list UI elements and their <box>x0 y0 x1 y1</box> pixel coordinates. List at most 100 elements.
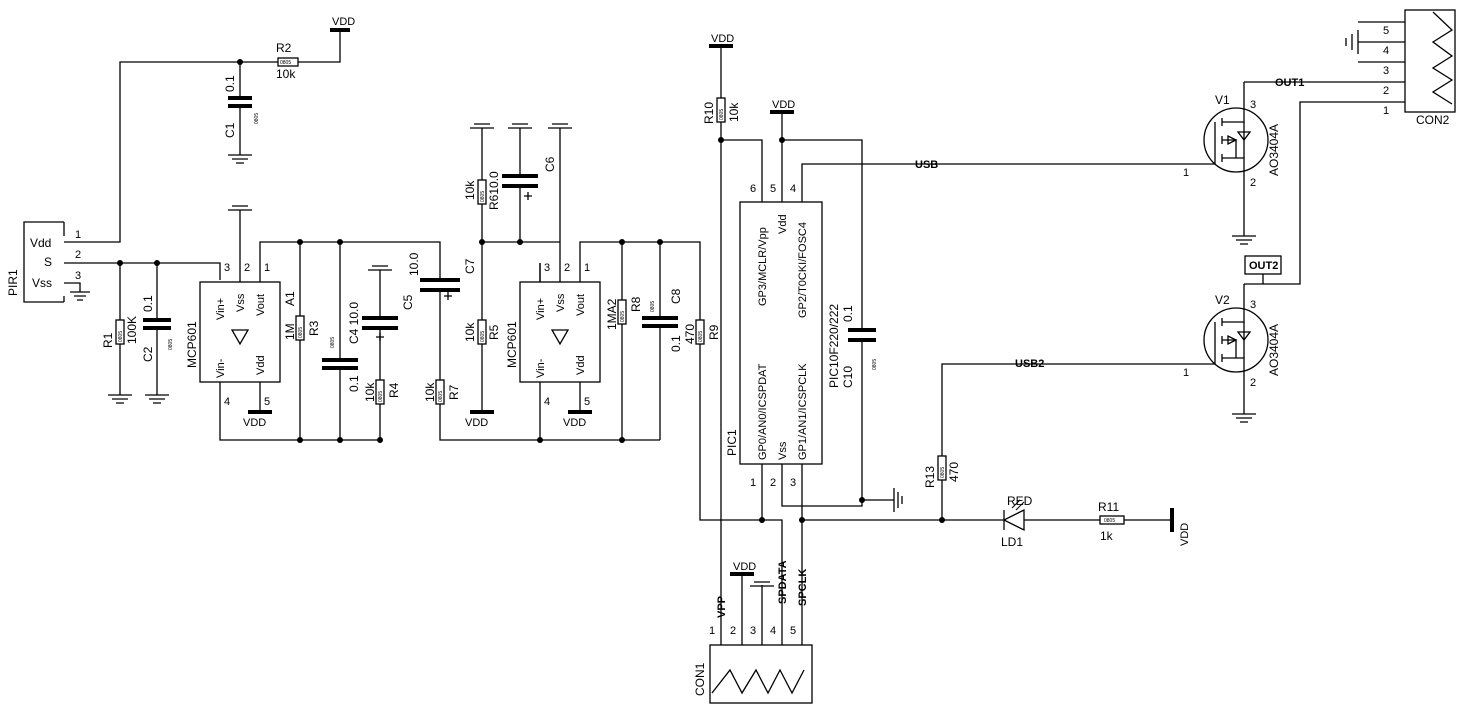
c2-value: 0.1 <box>141 295 155 312</box>
svg-text:6: 6 <box>750 183 756 195</box>
svg-text:2: 2 <box>1383 85 1389 97</box>
svg-text:0805: 0805 <box>698 331 704 342</box>
svg-text:0805: 0805 <box>650 301 656 312</box>
r5-value: 10k <box>463 322 477 342</box>
c10-ref: C10 <box>841 366 855 388</box>
a1-pin-vinm: Vin- <box>215 358 227 378</box>
a1-pin-vout: Vout <box>255 294 267 316</box>
svg-text:0805: 0805 <box>940 467 946 478</box>
net-vpp-label: VPP <box>716 596 728 618</box>
c1-ref: C1 <box>223 122 237 138</box>
pir1-ref: PIR1 <box>6 269 20 296</box>
svg-text:3: 3 <box>790 477 796 489</box>
a2-part: MCP601 <box>505 321 519 368</box>
c6-ref: C6 <box>543 156 557 172</box>
mosfet-v1: V1 AO3404A <box>1190 82 1281 236</box>
r4-value: 10k <box>363 382 377 402</box>
c7-ref: C7 <box>463 258 477 274</box>
mosfet-v2: V2 AO3404A <box>1190 284 1281 414</box>
c7-value: 10.0 <box>407 252 421 276</box>
svg-text:0805: 0805 <box>298 327 304 338</box>
svg-text:2: 2 <box>244 262 250 274</box>
r1-ref: R1 <box>101 332 115 348</box>
pic-ref: PIC1 <box>725 429 739 456</box>
svg-text:5: 5 <box>264 396 270 408</box>
c4-ref-value: C4 10.0 <box>347 302 361 344</box>
svg-text:0805: 0805 <box>719 109 725 120</box>
svg-text:4: 4 <box>544 396 550 408</box>
pir1-num-3: 3 <box>75 270 81 282</box>
svg-text:0805: 0805 <box>168 339 174 350</box>
connector-con2: 5 4 3 2 1 CON2 <box>1358 9 1456 127</box>
svg-text:1: 1 <box>584 262 590 274</box>
v1-part: AO3404A <box>1267 124 1281 176</box>
svg-text:5: 5 <box>790 625 796 637</box>
pic-pin-vss: Vss <box>777 441 789 460</box>
con1-ref: CON1 <box>693 662 707 696</box>
pic-pin-gp0: GP0/AN0/ICSPDAT <box>757 363 769 460</box>
a1-part: MCP601 <box>185 321 199 368</box>
svg-text:0805: 0805 <box>1104 518 1115 524</box>
svg-text:5: 5 <box>584 396 590 408</box>
r3-value: 1M <box>283 323 297 340</box>
svg-text:2: 2 <box>564 262 570 274</box>
a1-pin-vinp: Vin+ <box>215 298 227 320</box>
svg-text:4: 4 <box>1383 45 1389 57</box>
svg-text:1: 1 <box>1183 167 1189 179</box>
a1-ref: A1 <box>283 291 297 306</box>
pic-pin-gp1: GP1/AN1/ICSPCLK <box>797 363 809 460</box>
net-usb-label: USB <box>915 159 938 171</box>
net-spclk-label: SPCLK <box>797 569 809 606</box>
pir1-pin-vdd: Vdd <box>30 236 51 250</box>
r9-ref: R9 <box>707 324 721 340</box>
svg-text:0805: 0805 <box>438 391 444 402</box>
a2-pin-vss: Vss <box>555 293 567 312</box>
a2-pin-vout: Vout <box>575 294 587 316</box>
svg-text:4: 4 <box>790 183 796 195</box>
c1-value: 0.1 <box>223 75 237 92</box>
net-usb2-label: USB2 <box>1015 358 1044 370</box>
r11-ref: R11 <box>1098 500 1119 514</box>
c8-ref: C8 <box>669 288 683 304</box>
svg-text:4: 4 <box>770 625 776 637</box>
r8-value: 1MA2 <box>605 298 619 330</box>
svg-text:5: 5 <box>770 183 776 195</box>
r10-vdd-label: VDD <box>711 33 734 45</box>
svg-text:3: 3 <box>750 625 756 637</box>
r7-value: 10k <box>423 382 437 402</box>
svg-text:5: 5 <box>1383 25 1389 37</box>
a2-pin-vinp: Vin+ <box>535 298 547 320</box>
c10-value: 0.1 <box>841 305 855 322</box>
mcu-pic1: GP3/MCLR/Vpp Vdd GP2/T0CKI/FOSC4 GP0/AN0… <box>725 201 841 465</box>
r13-ref: R13 <box>923 466 937 488</box>
v2-ref: V2 <box>1215 293 1230 307</box>
ld1-color: RED <box>1007 494 1033 508</box>
vdd-symbol-r2: VDD <box>330 16 355 32</box>
c8-value: 0.1 <box>669 335 683 352</box>
a2-pin-vdd: Vdd <box>575 355 587 375</box>
pic-vdd-label: VDD <box>772 99 795 111</box>
svg-text:0805: 0805 <box>280 60 291 66</box>
svg-text:0805: 0805 <box>620 311 626 322</box>
svg-text:3: 3 <box>224 262 230 274</box>
c4-value-small: 0.1 <box>347 375 361 392</box>
svg-text:2: 2 <box>730 625 736 637</box>
svg-text:0805: 0805 <box>330 337 336 348</box>
svg-text:1: 1 <box>709 625 715 637</box>
a2-vdd-label: VDD <box>563 417 586 429</box>
pic-part: PIC10F220/222 <box>827 304 841 388</box>
connector-con1: 1 2 3 4 5 CON1 <box>693 620 813 704</box>
r11-vdd-label: VDD <box>1179 523 1191 546</box>
pir1-pin-s: S <box>44 255 52 269</box>
svg-text:2: 2 <box>770 477 776 489</box>
r13-value: 470 <box>947 462 961 482</box>
svg-text:0805: 0805 <box>480 331 486 342</box>
r4-ref: R4 <box>387 382 401 398</box>
pir1-sensor: Vdd S Vss PIR1 1 2 3 <box>6 221 81 303</box>
r5-vdd-label: VDD <box>465 417 488 429</box>
svg-text:1: 1 <box>1183 367 1189 379</box>
a1-pin-vdd: Vdd <box>255 355 267 375</box>
r5-ref: R5 <box>487 324 501 340</box>
r3-ref: R3 <box>307 320 321 336</box>
